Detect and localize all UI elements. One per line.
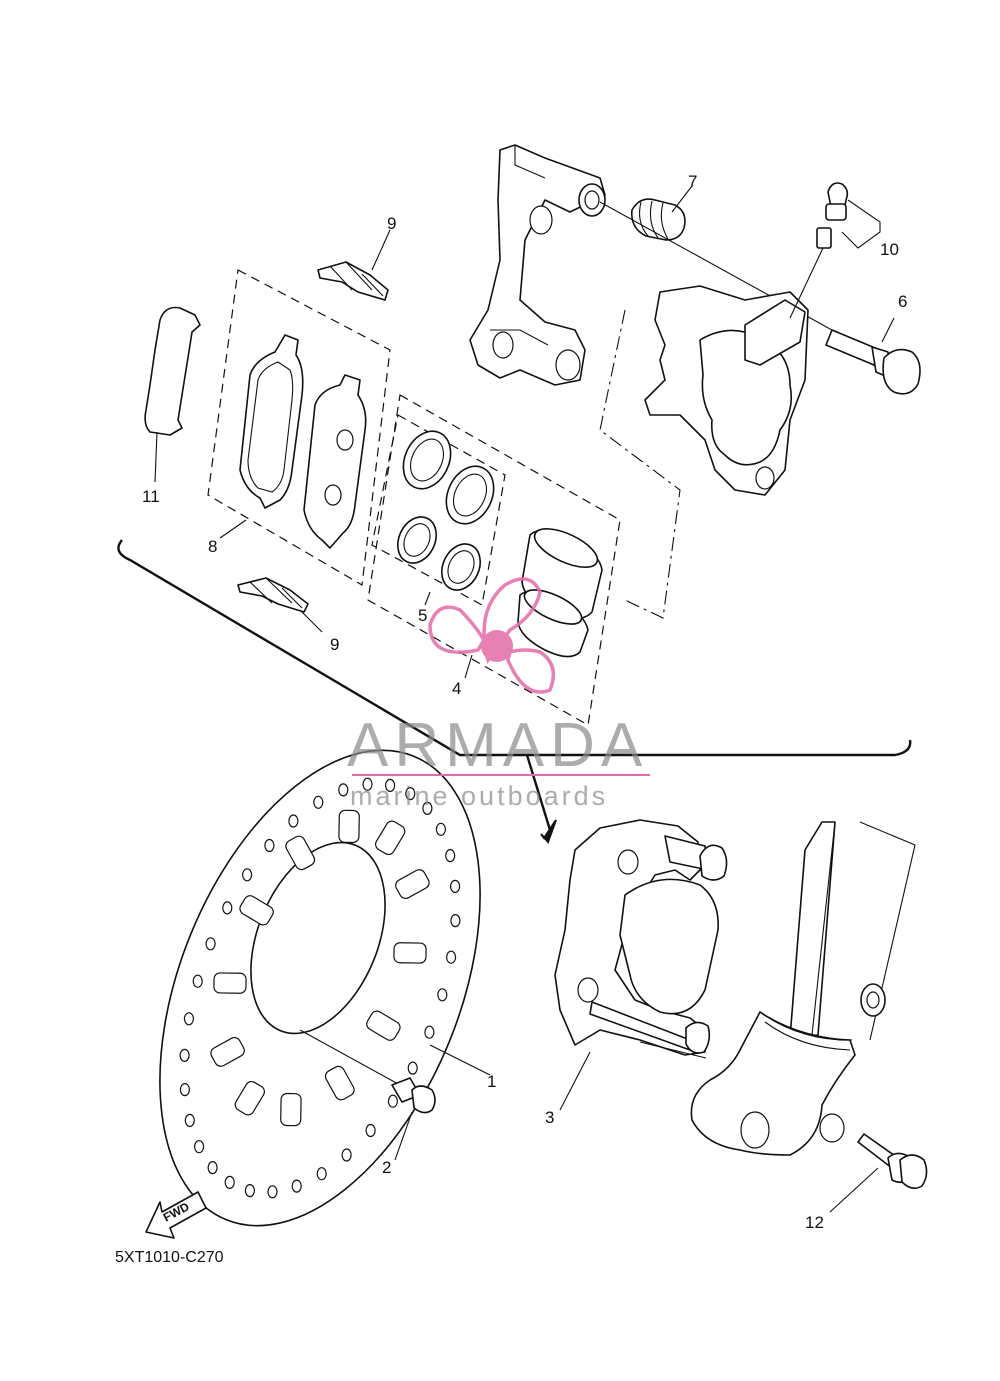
callout-9-top: 9	[387, 214, 396, 233]
disc-hole	[422, 801, 433, 816]
disc-hole	[224, 1175, 235, 1190]
callout-2: 2	[382, 1158, 391, 1177]
disc-slot	[280, 1092, 302, 1127]
callout-9-bottom: 9	[330, 635, 339, 654]
disc-hole	[405, 786, 416, 801]
seal-group-outline	[371, 414, 506, 606]
bleed-screw	[789, 182, 849, 319]
disc-slot	[285, 835, 316, 871]
assembly-bracket	[117, 539, 912, 757]
disc-hole	[362, 777, 373, 791]
caliper-bracket	[469, 144, 606, 386]
callout-6: 6	[898, 292, 907, 311]
diagram-code: 5XT1010-C270	[115, 1249, 224, 1266]
watermark-tagline: marine outboards	[350, 781, 608, 811]
disc-hole	[267, 1185, 278, 1199]
disc-hole	[341, 1148, 352, 1162]
caliper-body	[644, 285, 809, 496]
callout-1: 1	[487, 1072, 496, 1091]
disc-hole	[424, 1025, 435, 1039]
disc-slot	[395, 869, 430, 900]
fwd-arrow-icon: FWD	[145, 1191, 207, 1239]
disc-hole	[385, 778, 396, 793]
caliper-group-outline	[599, 309, 681, 619]
piston-seals	[396, 430, 495, 591]
assembly-arrow-line	[525, 754, 552, 831]
disc-slot	[234, 1080, 265, 1116]
disc-hole	[205, 937, 216, 951]
pad-spring-top	[317, 261, 389, 301]
callout-12: 12	[805, 1213, 824, 1232]
callout-4: 4	[452, 679, 461, 698]
disc-hole	[338, 783, 349, 797]
pad-shim	[144, 306, 201, 436]
disc-hole	[179, 1082, 190, 1097]
disc-bolt	[391, 1077, 436, 1114]
disc-hole	[183, 1012, 194, 1026]
disc-slot	[338, 809, 360, 844]
axle-bolt	[857, 1133, 928, 1190]
pad-group-outline	[207, 269, 391, 586]
boot-seal	[630, 198, 686, 241]
disc-hole	[387, 1094, 398, 1108]
disc-hole	[407, 1061, 418, 1075]
brake-disc	[159, 749, 481, 1227]
disc-hole	[445, 848, 456, 863]
disc-slot	[375, 820, 406, 856]
front-fork	[690, 821, 916, 1156]
callout-leaders	[154, 185, 895, 1213]
disc-hole	[365, 1123, 376, 1138]
disc-hole	[437, 988, 448, 1002]
callout-11: 11	[142, 487, 160, 506]
propeller-logo-icon	[428, 577, 556, 694]
disc-slot	[366, 1010, 401, 1041]
caliper-assembly	[554, 819, 728, 1056]
disc-hole	[179, 1048, 190, 1063]
disc-hole	[288, 814, 299, 828]
disc-hole	[291, 1179, 302, 1193]
callout-10: 10	[880, 240, 899, 259]
disc-hole	[446, 950, 457, 964]
callout-7: 7	[688, 172, 697, 191]
disc-hole	[450, 879, 461, 894]
disc-hole	[316, 1167, 327, 1181]
disc-hole	[242, 868, 253, 882]
brake-pads	[239, 334, 367, 549]
disc-slot	[239, 895, 274, 926]
disc-hole	[194, 1140, 205, 1154]
callout-5: 5	[418, 606, 427, 625]
assembly-arrow-head	[540, 819, 557, 844]
disc-hole	[207, 1160, 218, 1175]
disc-hole	[192, 974, 203, 988]
disc-hole	[313, 795, 324, 809]
disc-hole	[435, 822, 446, 836]
disc-slot	[393, 942, 427, 964]
disc-hole	[450, 913, 461, 928]
disc-hole	[184, 1113, 195, 1128]
piston-group-outline	[367, 394, 621, 726]
caliper-bolt	[825, 329, 921, 395]
disc-slot	[213, 972, 247, 994]
disc-hole	[264, 838, 275, 853]
disc-hole	[222, 901, 233, 915]
callout-3: 3	[545, 1108, 554, 1127]
pistons	[517, 528, 603, 658]
disc-slot	[324, 1065, 355, 1101]
callout-8: 8	[208, 537, 217, 556]
disc-hole	[244, 1183, 255, 1198]
disc-slot	[210, 1036, 245, 1067]
pad-spring-bottom	[237, 577, 309, 613]
watermark-brand: ARMADA	[347, 711, 648, 780]
callout-numbers: 1 2 3 4 5 6 7 8 9 9 10 11 12	[142, 172, 907, 1232]
